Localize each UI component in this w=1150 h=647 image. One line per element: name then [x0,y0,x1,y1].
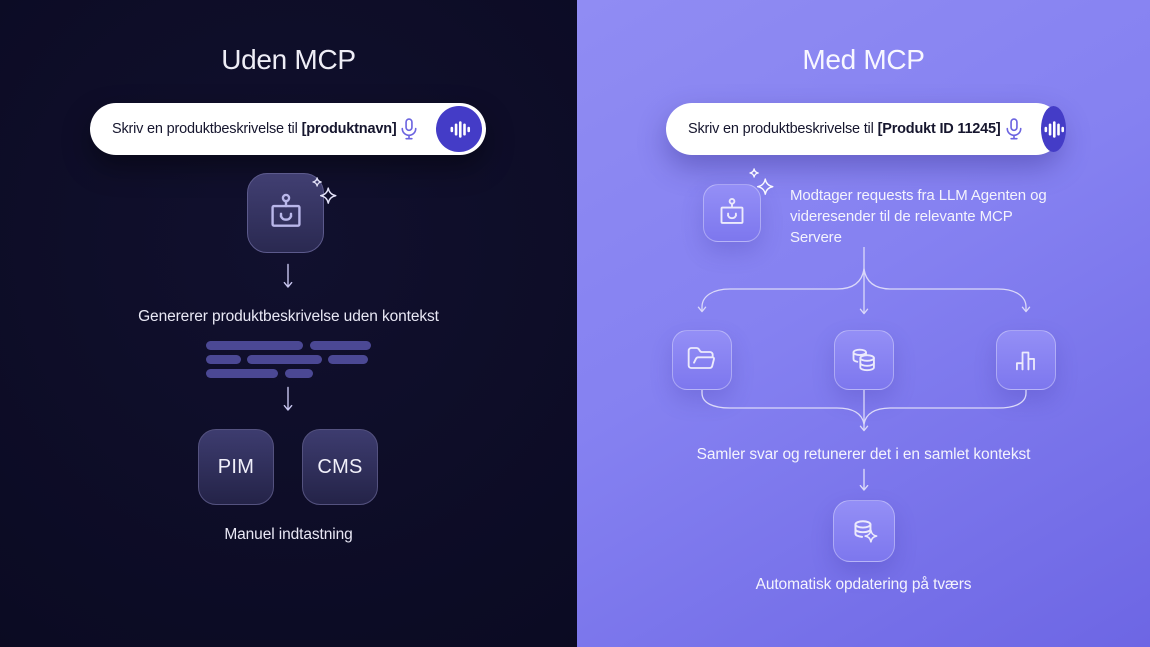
branch-connector [697,247,1031,315]
pim-label: PIM [217,455,255,478]
search-query-text: Skriv en produktbeskrivelse til[Produkt … [688,121,1001,137]
voice-assistant-button[interactable] [1040,106,1066,152]
bar-chart-icon [1016,351,1035,371]
panel-with-mcp: Med MCP Skriv en produktbeskrivelse til[… [577,0,1150,647]
product-placeholder: [produktnavn] [301,121,397,137]
folder-icon [687,347,715,369]
database-server-tile [834,330,894,390]
product-id-placeholder: [Produkt ID 11245] [877,121,1001,137]
search-input[interactable]: Skriv en produktbeskrivelse til[produktn… [90,103,486,155]
skeleton-text-lines [206,341,371,383]
caption-auto-update: Automatisk opdatering på tværs [755,576,972,593]
mcp-agent-tile [703,184,761,242]
file-server-tile [672,330,732,390]
database-sparkle-icon [854,520,878,543]
search-input[interactable]: Skriv en produktbeskrivelse til[Produkt … [666,103,1066,155]
sparkles-icon [304,176,348,220]
microphone-icon [401,118,418,140]
arrow-down-icon [283,386,293,411]
pim-system-tile: PIM [198,429,274,505]
microphone-icon [1006,118,1022,140]
llm-agent-tile [247,173,324,253]
microphone-button[interactable] [1001,116,1027,142]
search-query-text: Skriv en produktbeskrivelse til[produktn… [112,121,397,137]
caption-collect: Samler svar og retunerer det i en samlet… [696,446,1031,463]
databases-icon [852,348,875,372]
caption-manual-entry: Manuel indtastning [224,526,353,543]
skeleton-row [206,369,371,378]
analytics-server-tile [996,330,1056,390]
robot-icon [270,193,301,227]
sparkle-glyph [864,529,878,543]
waveform-icon [1044,120,1064,138]
cms-system-tile: CMS [302,429,378,505]
sparkles-icon [741,167,785,211]
arrow-down-icon [283,263,293,288]
arrow-down-icon [859,468,869,491]
page-title: Uden MCP [221,44,356,75]
auto-update-tile [833,500,895,562]
skeleton-row [206,341,371,350]
cms-label: CMS [317,455,363,478]
skeleton-row [206,355,371,364]
voice-assistant-button[interactable] [436,106,482,152]
page-title: Med MCP [802,44,925,75]
microphone-button[interactable] [396,116,422,142]
caption-generate: Genererer produktbeskrivelse uden kontek… [138,308,439,325]
agent-description: Modtager requests fra LLM Agenten og vid… [790,187,1047,246]
merge-connector [701,390,1027,432]
panel-without-mcp: Uden MCP Skriv en produktbeskrivelse til… [0,0,577,647]
waveform-icon [450,120,470,138]
